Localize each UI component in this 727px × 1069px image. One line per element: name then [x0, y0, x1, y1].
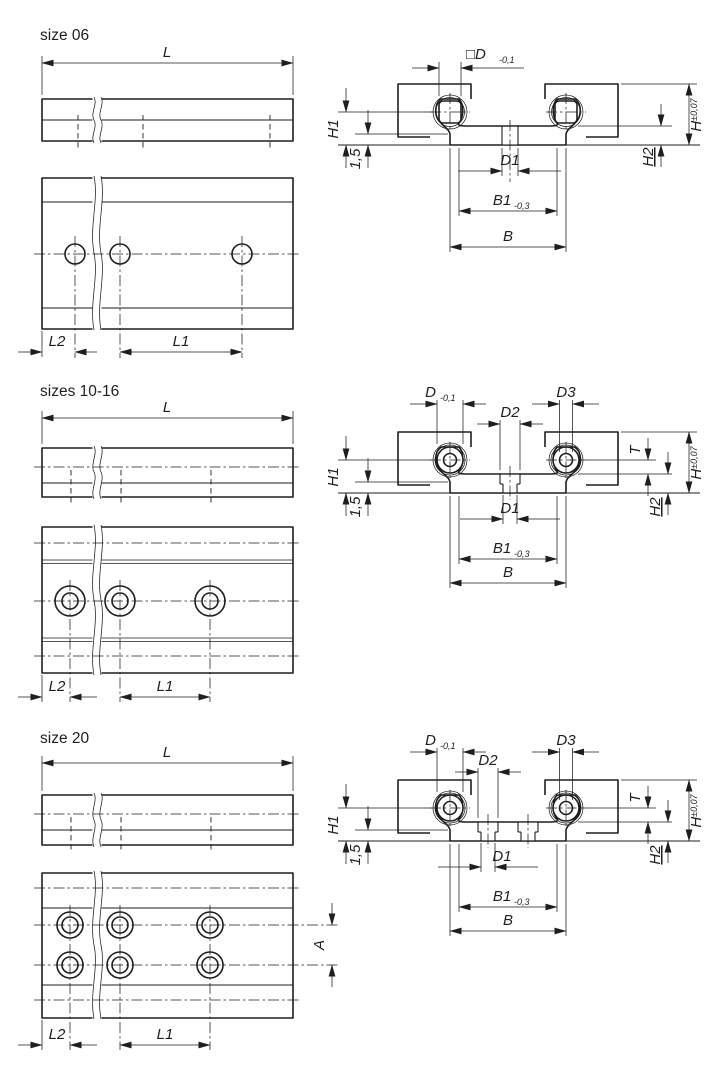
dim-label-H2: H2: [640, 147, 657, 167]
dim-tol-D: -0,1: [440, 393, 456, 403]
dim-label-H2: H2: [647, 497, 664, 517]
dim-label-L2: L2: [49, 1026, 66, 1043]
dim-label-H: H±0,07: [688, 445, 705, 479]
dim-label-lip: 1,5: [347, 148, 364, 170]
dim-label-B: B: [503, 564, 513, 581]
section-title: size 06: [40, 27, 89, 44]
dim-label-D2: D2: [500, 404, 520, 421]
dim-label-L1: L1: [157, 678, 174, 695]
dim-label-lip: 1,5: [347, 844, 364, 866]
side-view: L: [34, 399, 301, 505]
section-title: size 20: [40, 730, 89, 747]
dim-label-L: L: [163, 399, 171, 416]
top-view: L2 L1: [18, 175, 301, 358]
dim-label-D: □D: [466, 46, 486, 63]
dim-label-L2: L2: [49, 333, 66, 350]
dim-label-L2: L2: [49, 678, 66, 695]
side-view: L: [34, 744, 301, 852]
dim-label-lip: 1,5: [347, 496, 364, 518]
dim-label-T: T: [627, 444, 644, 455]
dim-label-D1: D1: [492, 848, 511, 865]
dim-label-D3: D3: [556, 384, 576, 401]
dim-label-D1: D1: [500, 152, 519, 169]
dim-label-B: B: [503, 912, 513, 929]
dim-label-H: H±0,07: [688, 793, 705, 827]
dim-label-B: B: [503, 228, 513, 245]
dim-label-D2: D2: [478, 752, 498, 769]
dim-label-L1: L1: [157, 1026, 174, 1043]
dim-tol-D: -0,1: [440, 741, 456, 751]
top-view: L2 L1: [18, 524, 301, 702]
dim-label-H1: H1: [325, 119, 342, 138]
dim-tol-B1: -0,3: [514, 201, 530, 211]
dim-label-B1: B1: [493, 540, 511, 557]
dim-label-H: H±0,07: [688, 97, 705, 131]
section-size-06: size 06 L L2 L1: [18, 27, 705, 358]
dim-label-D: D: [425, 732, 436, 749]
top-view: A L2 L1: [18, 870, 340, 1050]
cross-section: D -0,1 D2 D3 T H±0,07 H2 H1 1,5 D1: [325, 732, 705, 936]
dim-label-D: D: [425, 384, 436, 401]
dim-label-L: L: [163, 744, 171, 761]
dim-label-H1: H1: [325, 467, 342, 486]
dim-label-B1: B1: [493, 192, 511, 209]
dim-tol-B1: -0,3: [514, 549, 530, 559]
dim-label-L1: L1: [173, 333, 190, 350]
dim-label-H1: H1: [325, 815, 342, 834]
dim-label-L: L: [163, 44, 171, 61]
section-sizes-10-16: sizes 10-16 L L2 L1: [18, 383, 705, 702]
dim-tol-B1: -0,3: [514, 897, 530, 907]
cross-section: □D -0,1 H1 1,5 H±0,07 H2 D1 B1 -0,3 B: [325, 46, 705, 252]
dim-label-B1: B1: [493, 888, 511, 905]
section-title: sizes 10-16: [40, 383, 119, 400]
dim-tol-D: -0,1: [499, 55, 515, 65]
dim-label-D3: D3: [556, 732, 576, 749]
section-size-20: size 20 L A L2 L1: [18, 730, 705, 1050]
dim-label-D1: D1: [500, 500, 519, 517]
dim-label-A: A: [311, 940, 328, 951]
side-view: L: [41, 44, 294, 151]
dim-label-H2: H2: [647, 845, 664, 865]
cross-section: D -0,1 D2 D3 T H±0,07 H2 H1 1,5 D1: [325, 384, 705, 588]
dim-label-T: T: [627, 792, 644, 803]
